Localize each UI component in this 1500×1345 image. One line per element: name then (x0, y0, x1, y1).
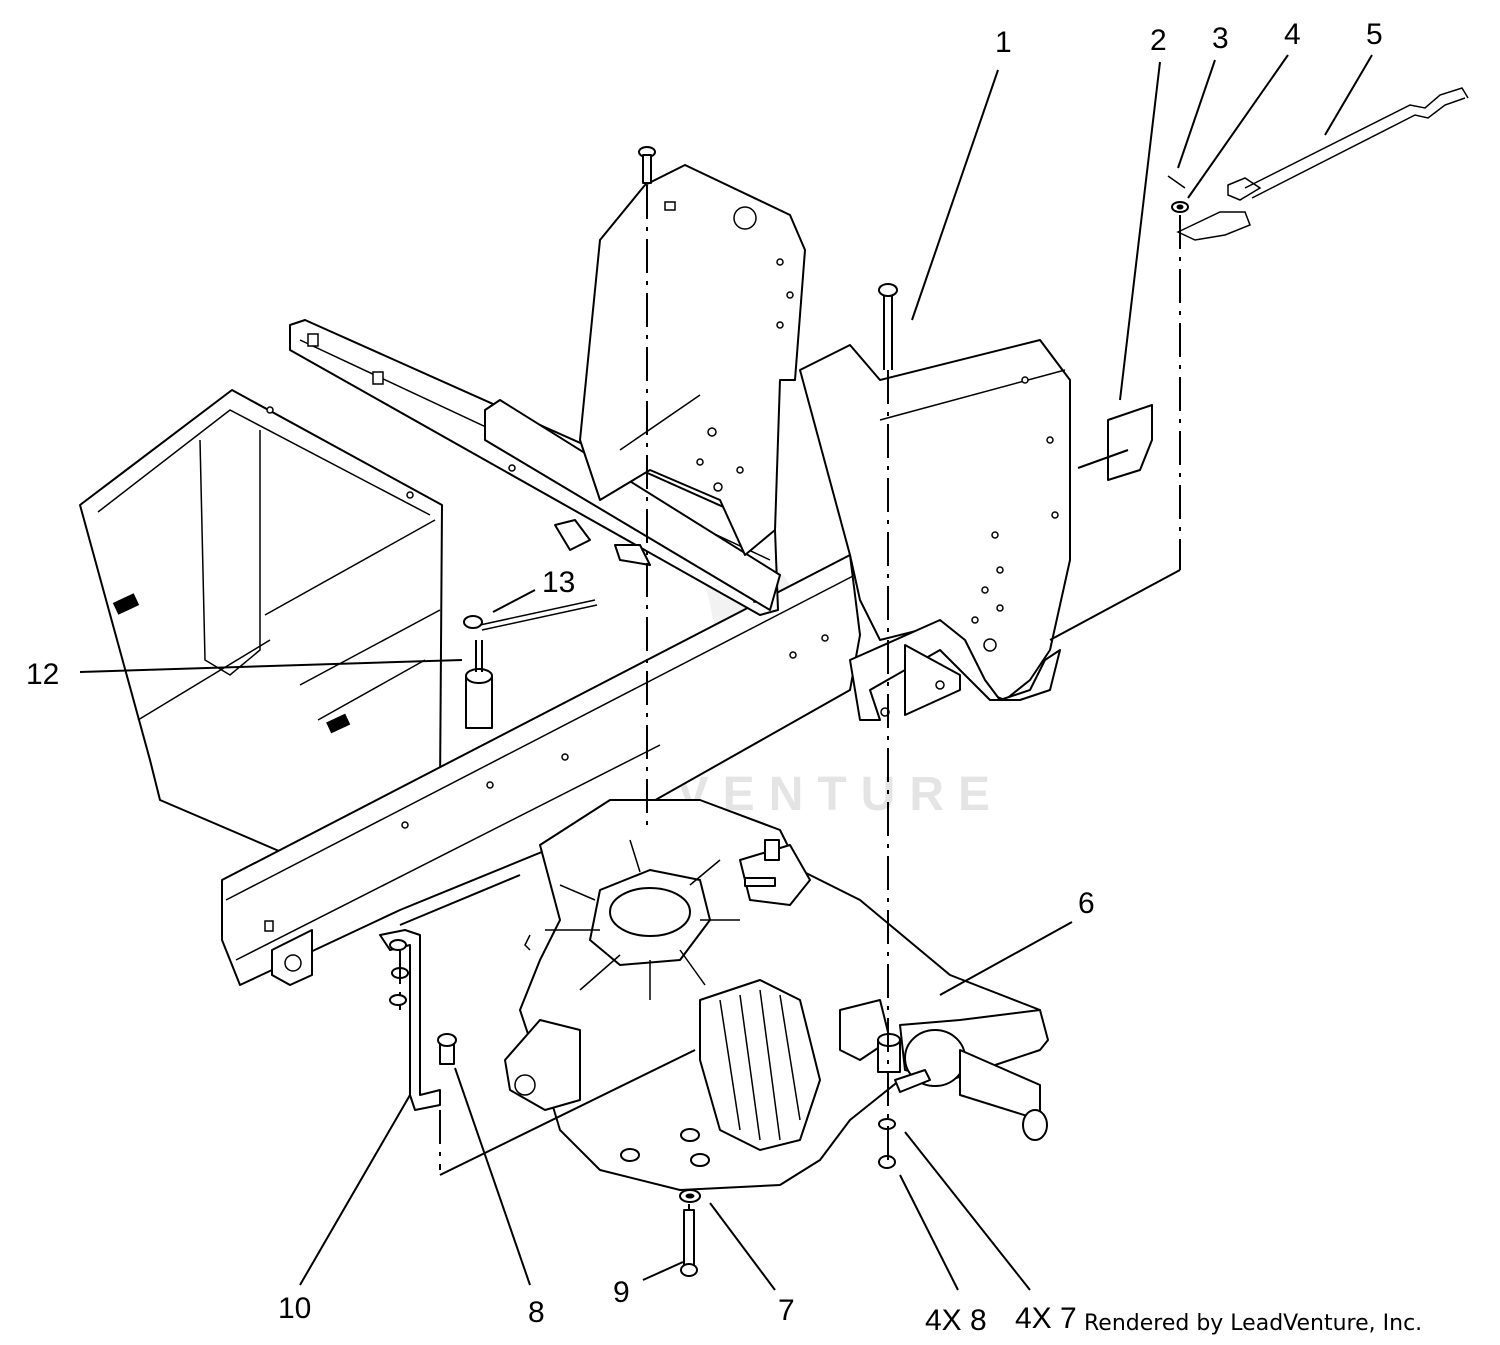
callout-10: 10 (278, 1292, 311, 1325)
cross-member (484, 399, 781, 611)
cotter-pin-part-3 (1167, 175, 1186, 189)
rear-upright-right (799, 339, 1071, 721)
bolt-part-9 (680, 1209, 698, 1277)
callout-8: 8 (528, 1296, 545, 1329)
callout-4x7: 4X 7 (1015, 1302, 1077, 1335)
bolt-part-1 (878, 283, 898, 370)
callout-9: 9 (613, 1276, 630, 1309)
bolt-top-left (638, 146, 656, 184)
callout-4x8: 4X 8 (925, 1304, 987, 1337)
fender-panel (79, 389, 443, 861)
callout-5: 5 (1366, 18, 1383, 51)
callout-1: 1 (995, 26, 1012, 59)
bushing-part-12 (465, 640, 493, 729)
lift-rod-part-5 (1176, 87, 1469, 241)
callout-6: 6 (1078, 887, 1095, 920)
callout-4: 4 (1284, 18, 1301, 51)
callout-3: 3 (1212, 22, 1229, 55)
transaxle-part-6 (504, 799, 1049, 1191)
assembly-axes (399, 185, 1181, 1210)
rear-upright-left (579, 164, 806, 556)
render-credit: Rendered by LeadVenture, Inc. (1084, 1311, 1422, 1336)
callout-12: 12 (26, 658, 59, 691)
torque-bracket-part-10 (379, 929, 457, 1111)
callout-7: 7 (778, 1294, 795, 1327)
callout-13: 13 (542, 566, 575, 599)
decal-part-2 (1107, 404, 1153, 481)
callout-2: 2 (1150, 24, 1167, 57)
clip-part-13 (463, 599, 598, 631)
callout-labels: 1 2 3 4 5 6 7 8 9 10 12 13 4X 8 4X 7 (26, 18, 1383, 1337)
callout-leaders (79, 54, 1373, 1291)
